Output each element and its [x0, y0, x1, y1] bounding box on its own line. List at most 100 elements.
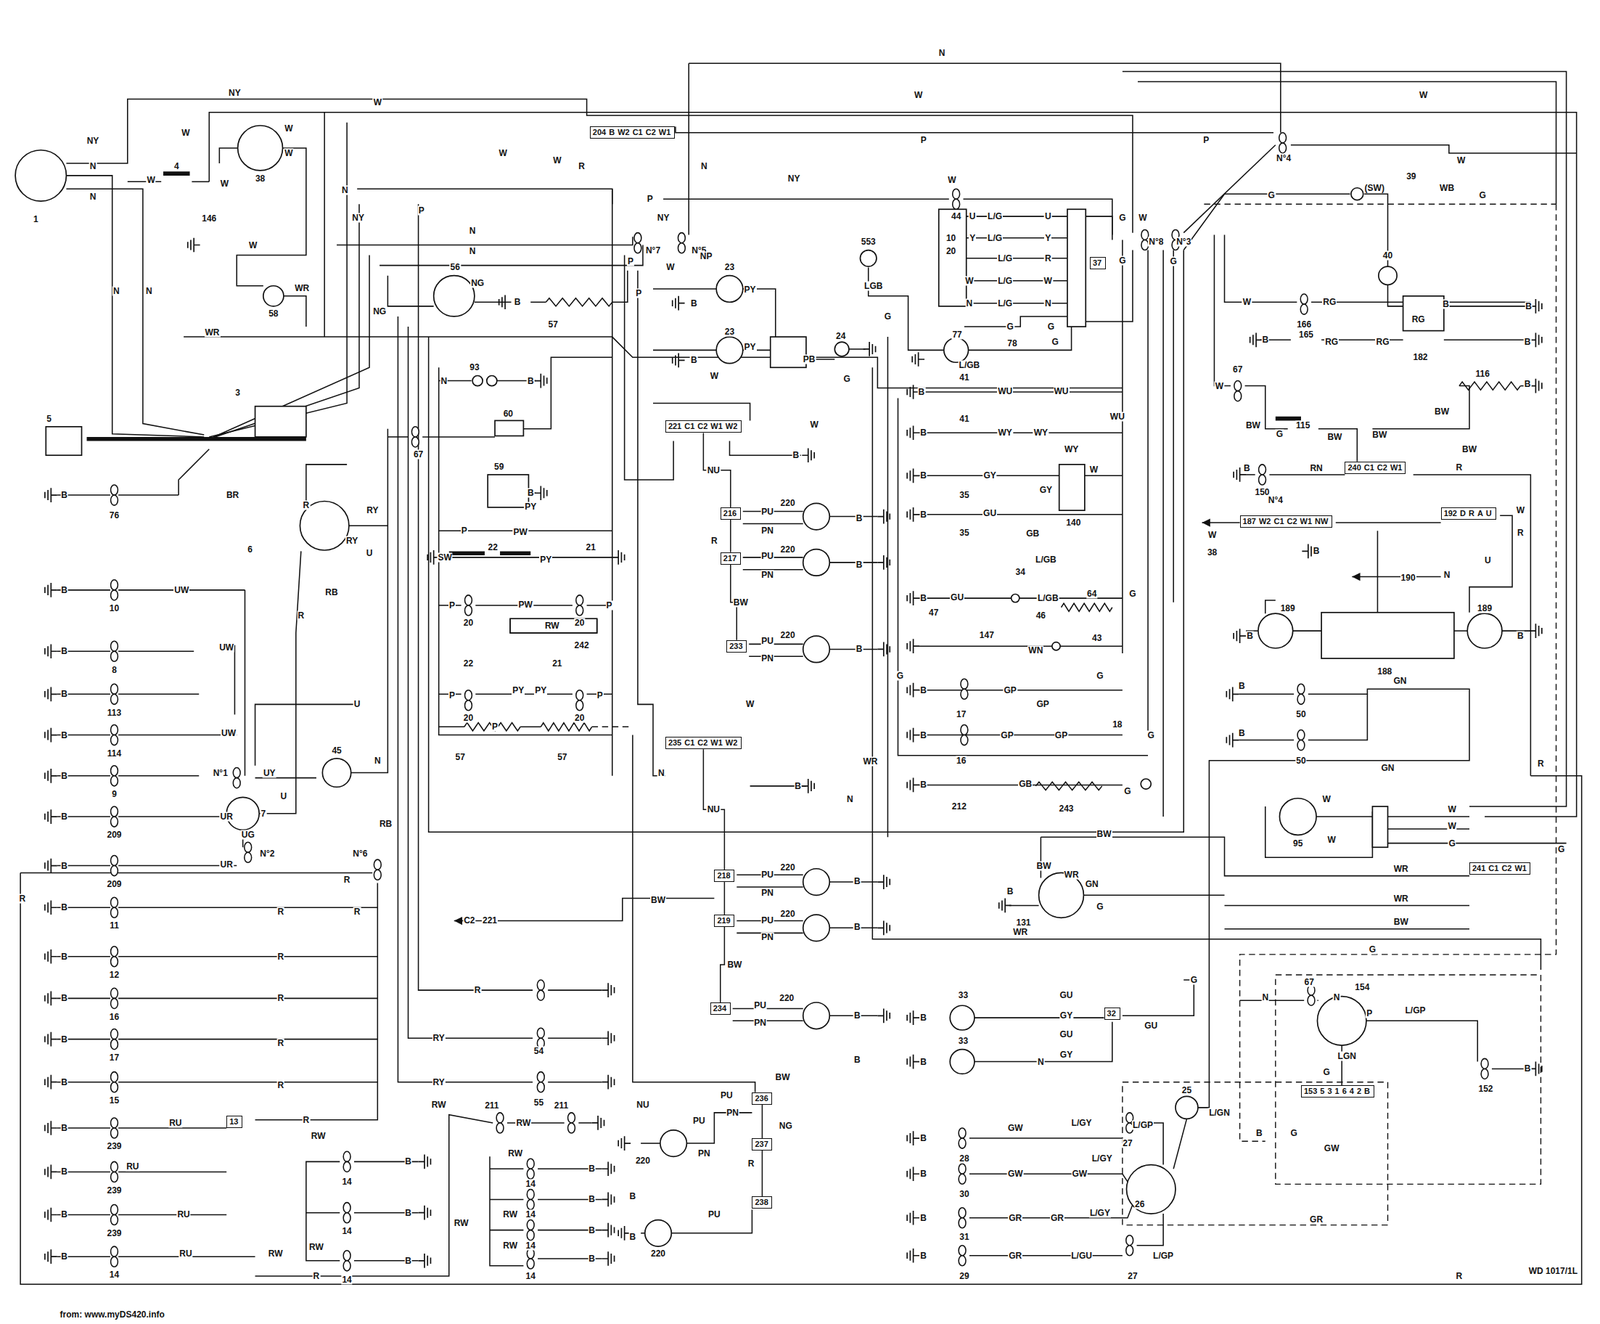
lamp-symbol: [1307, 984, 1315, 1005]
wire-connector: [720, 926, 725, 1003]
wire: [259, 550, 302, 813]
earth-symbol: [877, 874, 890, 889]
wire-code-label: P: [634, 288, 643, 298]
wire-code-label: WR: [204, 327, 221, 338]
wire: [1213, 234, 1231, 386]
terminal-label: C2: [645, 127, 656, 138]
round-component: [645, 1219, 672, 1247]
earth-symbol: [877, 1007, 890, 1023]
lamp-loop: [958, 1255, 966, 1266]
lamp-symbol: [526, 1188, 535, 1209]
wire-code-label: 147: [978, 629, 995, 640]
wire: [118, 494, 179, 496]
wire: [969, 1254, 1123, 1257]
wire-code-label: W: [1326, 835, 1336, 845]
wire: [236, 148, 307, 286]
terminal-label: 217: [723, 553, 737, 564]
terminal-label: 237: [754, 1139, 768, 1149]
lamp-loop: [1300, 293, 1308, 305]
wire-code-label: R: [302, 500, 311, 511]
terminal-label: C2: [697, 737, 708, 748]
wire: [439, 556, 613, 559]
wire-code-label: LGN: [1337, 1051, 1357, 1061]
wire: [1224, 928, 1471, 930]
wire: [1318, 428, 1357, 462]
lamp-loop: [111, 589, 119, 601]
lamp-symbol: [634, 232, 642, 254]
terminal-label: 4: [1349, 1086, 1355, 1096]
lamp-loop: [677, 232, 685, 244]
wire-code-label: 4: [173, 161, 180, 172]
wire-code-label: 20: [462, 617, 474, 627]
wire: [208, 112, 1577, 817]
wire: [968, 326, 1072, 350]
wire: [1269, 473, 1345, 476]
wire-code-label: R: [747, 1158, 756, 1169]
lamp-loop: [111, 484, 119, 495]
component-body: [1321, 612, 1455, 659]
wire: [66, 175, 204, 437]
wire-code-label: N: [468, 245, 477, 256]
wire-code-label: GU: [949, 592, 965, 602]
wire-code-label: PU: [760, 506, 775, 516]
harness-bar: [449, 550, 485, 556]
wire: [255, 882, 379, 1119]
wire-code-label: RW: [310, 1131, 327, 1141]
wire-code-label: WN: [1027, 645, 1044, 655]
earth-symbol: [907, 1210, 920, 1225]
terminal-label: W2: [725, 421, 738, 432]
wire-code-label: N: [89, 161, 98, 172]
earth-symbol: [534, 485, 548, 500]
lamp-loop: [958, 1137, 966, 1148]
component-box: 235C1C2W1W2: [665, 736, 742, 749]
wire-code-label: U: [365, 548, 374, 559]
wire-code-label: 209: [105, 878, 122, 889]
wire-code-label: N°1: [212, 767, 229, 778]
wire: [439, 726, 465, 728]
wire-code-label: N: [468, 225, 477, 236]
wire-code-label: L/GP: [1404, 1005, 1426, 1016]
wire-code-label: B: [919, 1012, 928, 1023]
terminal-label: 5: [1319, 1086, 1325, 1096]
wire-code-label: G: [1118, 212, 1127, 223]
wire-code-label: NU: [635, 1099, 650, 1109]
wire: [675, 126, 1274, 133]
lamp-symbol: [111, 1203, 119, 1225]
wire-code-label: B: [60, 1076, 69, 1087]
wire-code-label: B: [60, 951, 69, 961]
earth-symbol: [1529, 332, 1542, 347]
wire-code-label: Y: [968, 232, 976, 243]
lamp-loop: [111, 997, 119, 1008]
wire: [1009, 904, 1040, 907]
earth-symbol: [44, 858, 58, 873]
wire: [1240, 999, 1305, 1001]
terminal-label: C1: [1364, 462, 1375, 473]
lamp-loop: [496, 1122, 504, 1133]
wire-code-label: 38: [1206, 547, 1218, 557]
wire-code-label: 58: [267, 308, 279, 318]
wire-code-label: G: [1478, 190, 1487, 200]
earth-symbol: [44, 899, 58, 915]
wire: [118, 693, 199, 696]
lamp-loop: [111, 765, 119, 776]
wire-code-label: from: www.myDS420.info: [59, 1309, 166, 1320]
wire-code-label: G: [1123, 785, 1132, 796]
lamp-loop: [343, 1260, 351, 1271]
wire-code-label: 76: [108, 510, 120, 521]
wire-code-label: R: [353, 906, 362, 916]
wire: [964, 237, 1068, 239]
wire-code-label: 20: [462, 712, 474, 722]
wire-code-label: U: [1044, 211, 1053, 222]
round-component: [1011, 593, 1020, 602]
wire-code-label: BW: [650, 895, 667, 905]
wire-code-label: RY: [345, 536, 359, 546]
wire-code-label: G: [1050, 337, 1059, 347]
lamp-loop: [960, 688, 968, 699]
lamp-loop: [465, 605, 473, 616]
wire-connector: [703, 432, 730, 508]
lamp-symbol: [1297, 729, 1305, 751]
earth-symbol: [44, 1164, 58, 1180]
wire-code-label: N: [700, 161, 709, 172]
lamp-loop: [526, 1229, 535, 1241]
wire-code-label: L/G: [997, 298, 1013, 308]
